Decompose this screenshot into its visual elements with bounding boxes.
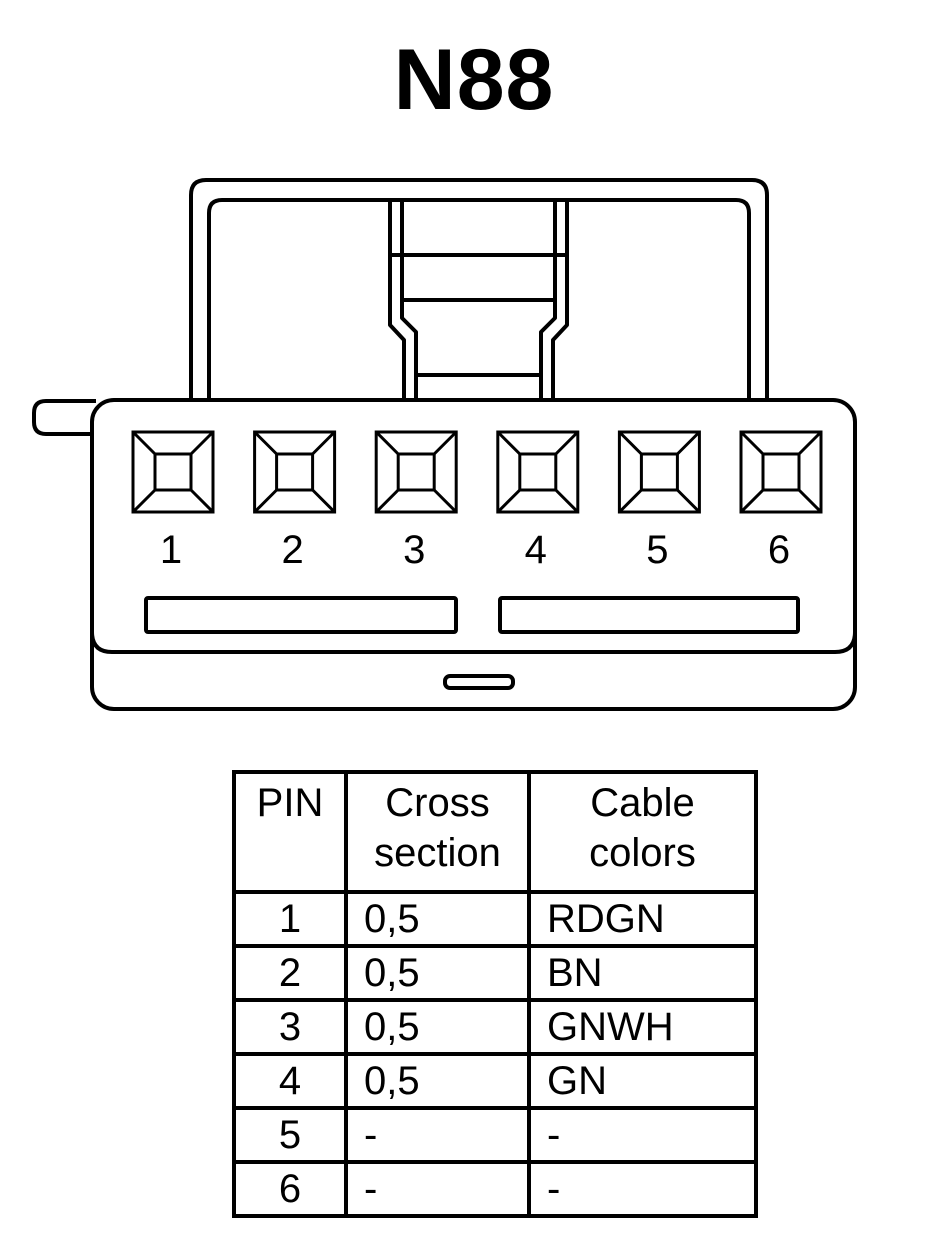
cell-cross-section: 0,5 <box>344 1052 531 1110</box>
table-row: 5 - - <box>232 1106 758 1164</box>
header-cross-section-line1: Cross <box>385 781 490 825</box>
cell-pin: 4 <box>232 1052 348 1110</box>
header-pin: PIN <box>232 770 348 894</box>
header-cross-section: Cross section <box>344 770 531 894</box>
pin-cavity <box>617 430 701 514</box>
cell-cable-color: BN <box>527 944 758 1002</box>
cell-cross-section: - <box>344 1106 531 1164</box>
cell-pin: 2 <box>232 944 348 1002</box>
pin-cavity <box>131 430 215 514</box>
pin-assignment-table: PIN Cross section Cable colors 1 0,5 RDG… <box>232 770 758 1218</box>
cell-cable-color: - <box>527 1106 758 1164</box>
pin-number-label: 4 <box>525 528 547 572</box>
cell-cable-color: - <box>527 1160 758 1218</box>
cell-cable-color: GNWH <box>527 998 758 1056</box>
cell-cable-color: GN <box>527 1052 758 1110</box>
cell-cable-color: RDGN <box>527 890 758 948</box>
table-row: 1 0,5 RDGN <box>232 890 758 948</box>
header-cable-colors-line2: colors <box>589 831 696 875</box>
pin-cavities <box>131 430 823 514</box>
pin-cavity <box>739 430 823 514</box>
pin-number-label: 2 <box>281 528 303 572</box>
connector-diagram: 1 2 3 4 5 6 <box>32 178 857 711</box>
pin-number-label: 1 <box>160 528 182 572</box>
pin-cavity <box>253 430 337 514</box>
connector-housing <box>32 178 857 711</box>
pin-cavity <box>496 430 580 514</box>
table-row: 3 0,5 GNWH <box>232 998 758 1056</box>
cell-pin: 1 <box>232 890 348 948</box>
header-cable-colors: Cable colors <box>527 770 758 894</box>
pin-cavity <box>374 430 458 514</box>
cell-cross-section: 0,5 <box>344 890 531 948</box>
pin-number-label: 3 <box>403 528 425 572</box>
table-row: 4 0,5 GN <box>232 1052 758 1110</box>
pin-numbers: 1 2 3 4 5 6 <box>160 528 790 572</box>
cell-cross-section: 0,5 <box>344 944 531 1002</box>
cell-pin: 3 <box>232 998 348 1056</box>
cell-cross-section: - <box>344 1160 531 1218</box>
pin-number-label: 6 <box>768 528 790 572</box>
table-row: 2 0,5 BN <box>232 944 758 1002</box>
header-cable-colors-line1: Cable <box>590 781 695 825</box>
connector-title: N88 <box>393 32 555 128</box>
table-row: 6 - - <box>232 1160 758 1218</box>
cell-pin: 5 <box>232 1106 348 1164</box>
pin-number-label: 5 <box>646 528 668 572</box>
cell-pin: 6 <box>232 1160 348 1218</box>
header-cross-section-line2: section <box>374 831 501 875</box>
table-header-row: PIN Cross section Cable colors <box>232 770 758 894</box>
cell-cross-section: 0,5 <box>344 998 531 1056</box>
